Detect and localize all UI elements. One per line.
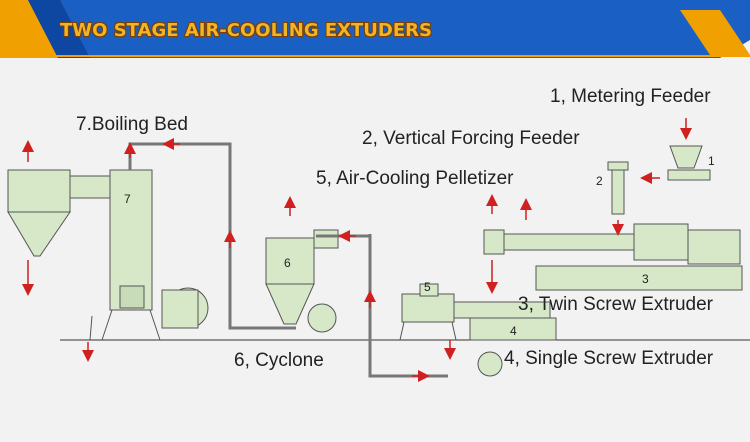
- metering-feeder-unit: [667, 145, 711, 181]
- flow-arrows: [22, 118, 692, 382]
- twin-screw-unit: [483, 223, 743, 291]
- label-vertical-forcing-feeder: 2, Vertical Forcing Feeder: [362, 128, 580, 149]
- marker-2: 2: [596, 174, 603, 188]
- label-cyclone: 6, Cyclone: [234, 350, 324, 371]
- marker-5: 5: [424, 280, 431, 294]
- marker-3: 3: [642, 272, 649, 286]
- vertical-feeder-unit: [607, 161, 629, 215]
- header-banner: TWO STAGE AIR-COOLING EXTUDERS: [0, 0, 750, 58]
- marker-4: 4: [510, 324, 517, 338]
- label-twin-screw-extruder: 3, Twin Screw Extruder: [518, 294, 714, 315]
- cyclone-unit: [265, 229, 339, 333]
- page-title: TWO STAGE AIR-COOLING EXTUDERS: [60, 20, 432, 41]
- label-metering-feeder: 1, Metering Feeder: [550, 86, 711, 107]
- marker-6: 6: [284, 256, 291, 270]
- label-air-cooling-pelletizer: 5, Air-Cooling Pelletizer: [316, 168, 514, 189]
- marker-1: 1: [708, 154, 715, 168]
- banner-background: [0, 0, 750, 58]
- boiling-bed-unit: [7, 169, 209, 341]
- pelletizer-unit: [399, 283, 457, 341]
- process-diagram: 1, Metering Feeder 2, Vertical Forcing F…: [0, 58, 750, 437]
- label-single-screw-extruder: 4, Single Screw Extruder: [504, 348, 714, 369]
- diagram-canvas: [7, 118, 750, 382]
- label-boiling-bed: 7.Boiling Bed: [76, 114, 188, 135]
- single-screw-unit: [453, 301, 557, 377]
- marker-7: 7: [124, 192, 131, 206]
